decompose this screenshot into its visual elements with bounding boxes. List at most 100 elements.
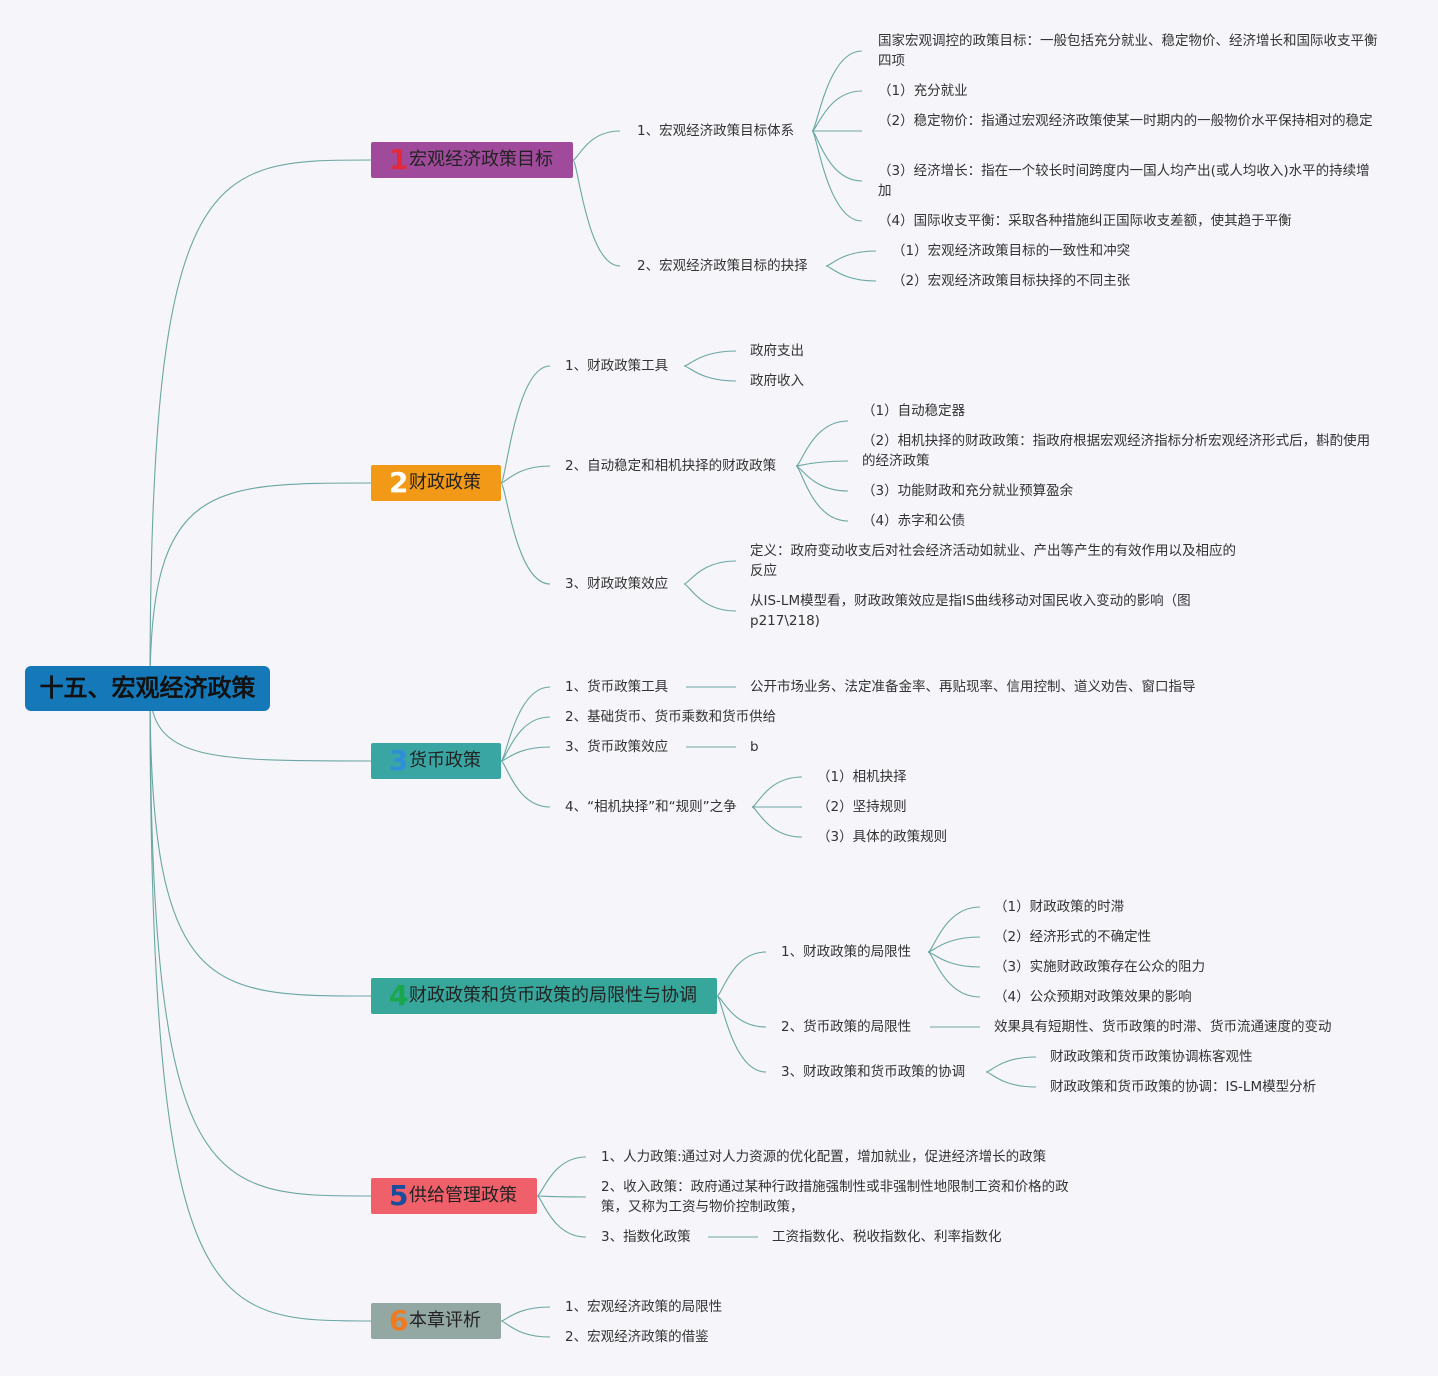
subtopic-monetary-tools[interactable]: 1、货币政策工具 [565, 679, 669, 695]
connector-line [572, 159, 621, 267]
subtopic-fiscal-tools[interactable]: 1、财政政策工具 [565, 358, 669, 374]
leaf-node[interactable]: （4）公众预期对政策效果的影响 [994, 989, 1192, 1005]
leaf-node[interactable]: （3）实施财政政策存在公众的阻力 [994, 959, 1206, 975]
topic-chapter-review[interactable]: 6本章评析 [371, 1303, 501, 1339]
subtopic-goal-choice[interactable]: 2、宏观经济政策目标的抉择 [637, 258, 808, 274]
connector-line [927, 951, 981, 998]
leaf-node[interactable]: （2）经济形式的不确定性 [994, 929, 1152, 945]
topic-label: 货币政策 [409, 750, 481, 771]
subtopic-base-money[interactable]: 2、基础货币、货币乘数和货币供给 [565, 709, 777, 725]
topic-label: 本章评析 [409, 1310, 481, 1331]
subtopic-rules-debate[interactable]: 4、“相机抉择”和“规则”之争 [565, 799, 737, 815]
connector-line [811, 50, 863, 132]
leaf-node[interactable]: 财政政策和货币政策的协调：IS-LM模型分析 [1050, 1079, 1317, 1095]
connector-line [751, 776, 803, 808]
connector-line [985, 1056, 1037, 1073]
topic-policy-limits-coordination[interactable]: 4财政政策和货币政策的局限性与协调 [371, 978, 717, 1014]
topic-number: 6 [389, 1304, 409, 1337]
subtopic-coordination[interactable]: 3、财政政策和货币政策的协调 [781, 1064, 966, 1080]
connector-line [927, 906, 981, 953]
leaf-node[interactable]: 财政政策和货币政策协调栋客观性 [1050, 1049, 1253, 1065]
leaf-node[interactable]: （2）稳定物价：指通过宏观经济政策使某一时期内的一般物价水平保持相对的稳定 [878, 113, 1373, 129]
connector-line [149, 687, 372, 1322]
topic-supply-management[interactable]: 5供给管理政策 [371, 1178, 537, 1214]
connector-line [811, 130, 863, 222]
connector-line [500, 465, 551, 484]
connector-line [716, 995, 767, 1073]
connector-line [536, 1195, 587, 1198]
connector-line [500, 1320, 551, 1338]
connector-line [500, 716, 551, 762]
connector-line [795, 465, 849, 492]
leaf-node[interactable]: 政府支出 [750, 343, 804, 359]
topic-number: 2 [389, 466, 409, 499]
subtopic-lessons[interactable]: 2、宏观经济政策的借鉴 [565, 1329, 709, 1345]
subtopic-fiscal-limits[interactable]: 1、财政政策的局限性 [781, 944, 912, 960]
leaf-node[interactable]: （1）相机抉择 [817, 769, 907, 785]
root-topic[interactable]: 十五、宏观经济政策 [25, 666, 270, 711]
connector-line [683, 350, 737, 367]
connector-line [500, 760, 551, 808]
leaf-node[interactable]: （4）国际收支平衡：采取各种措施纠正国际收支差额，使其趋于平衡 [878, 213, 1292, 229]
leaf-node[interactable]: 从IS-LM模型看，财政政策效应是指IS曲线移动对国民收入变动的影响（图p217… [750, 593, 1191, 629]
connector-line [536, 1156, 587, 1197]
leaf-node[interactable]: 效果具有短期性、货币政策的时滞、货币流通速度的变动 [994, 1019, 1332, 1035]
subtopic-manpower-policy[interactable]: 1、人力政策:通过对人力资源的优化配置，增加就业，促进经济增长的政策 [601, 1149, 1047, 1165]
subtopic-monetary-effect[interactable]: 3、货币政策效应 [565, 739, 669, 755]
topic-label: 供给管理政策 [409, 1185, 517, 1206]
leaf-node[interactable]: （3）具体的政策规则 [817, 829, 948, 845]
leaf-node[interactable]: （4）赤字和公债 [862, 513, 966, 529]
subtopic-auto-discretionary[interactable]: 2、自动稳定和相机抉择的财政政策 [565, 458, 777, 474]
connector-line [811, 90, 863, 132]
leaf-node[interactable]: （2）坚持规则 [817, 799, 907, 815]
subtopic-fiscal-effect[interactable]: 3、财政政策效应 [565, 576, 669, 592]
leaf-node[interactable]: （3）经济增长：指在一个较长时间跨度内一国人均产出(或人均收入)水平的持续增加 [878, 163, 1370, 199]
topic-number: 5 [389, 1179, 409, 1212]
leaf-node[interactable]: 定义：政府变动收支后对社会经济活动如就业、产出等产生的有效作用以及相应的反应 [750, 543, 1236, 579]
topic-macro-policy-goals[interactable]: 1宏观经济政策目标 [371, 142, 573, 178]
connector-line [795, 420, 849, 467]
connector-line [149, 687, 372, 997]
leaf-node[interactable]: 国家宏观调控的政策目标：一般包括充分就业、稳定物价、经济增长和国际收支平衡四项 [878, 33, 1378, 69]
subtopic-monetary-limits[interactable]: 2、货币政策的局限性 [781, 1019, 912, 1035]
leaf-node[interactable]: （2）相机抉择的财政政策：指政府根据宏观经济指标分析宏观经济形式后，斟酌使用的经… [862, 433, 1371, 469]
leaf-node[interactable]: b [750, 739, 759, 755]
topic-number: 1 [389, 143, 409, 176]
leaf-node[interactable]: （1）充分就业 [878, 83, 968, 99]
leaf-node[interactable]: （1）财政政策的时滞 [994, 899, 1125, 915]
connector-line [683, 583, 737, 612]
topic-fiscal-policy[interactable]: 2财政政策 [371, 465, 501, 501]
connector-line [683, 560, 737, 585]
connector-line [927, 936, 981, 953]
leaf-node[interactable]: （3）功能财政和充分就业预算盈余 [862, 483, 1074, 499]
subtopic-limitations[interactable]: 1、宏观经济政策的局限性 [565, 1299, 723, 1315]
leaf-node[interactable]: 政府收入 [750, 373, 804, 389]
subtopic-indexation[interactable]: 3、指数化政策 [601, 1229, 691, 1245]
topic-number: 3 [389, 744, 409, 777]
leaf-node[interactable]: 工资指数化、税收指数化、利率指数化 [772, 1229, 1002, 1245]
connector-line [536, 1195, 587, 1238]
connector-line [751, 806, 803, 838]
leaf-node[interactable]: （1）自动稳定器 [862, 403, 966, 419]
connector-line [825, 250, 877, 267]
connector-line [149, 687, 372, 762]
connector-line [716, 995, 767, 1028]
connector-line [500, 365, 551, 484]
connector-line [716, 951, 767, 997]
topic-monetary-policy[interactable]: 3货币政策 [371, 743, 501, 779]
connector-line [149, 482, 372, 689]
connector-line [825, 265, 877, 282]
connector-line [500, 482, 551, 585]
subtopic-income-policy[interactable]: 2、收入政策：政府通过某种行政措施强制性或非强制性地限制工资和价格的政策，又称为… [601, 1179, 1069, 1215]
topic-number: 4 [389, 979, 409, 1012]
connector-line [811, 130, 863, 182]
connector-line [500, 746, 551, 762]
leaf-node[interactable]: （1）宏观经济政策目标的一致性和冲突 [892, 243, 1131, 259]
leaf-node[interactable]: 公开市场业务、法定准备金率、再贴现率、信用控制、道义劝告、窗口指导 [750, 679, 1196, 695]
connector-line [985, 1071, 1037, 1088]
subtopic-goal-system[interactable]: 1、宏观经济政策目标体系 [637, 123, 795, 139]
leaf-node[interactable]: （2）宏观经济政策目标抉择的不同主张 [892, 273, 1131, 289]
connector-line [683, 365, 737, 382]
connector-line [572, 130, 621, 161]
connector-line [795, 465, 849, 522]
